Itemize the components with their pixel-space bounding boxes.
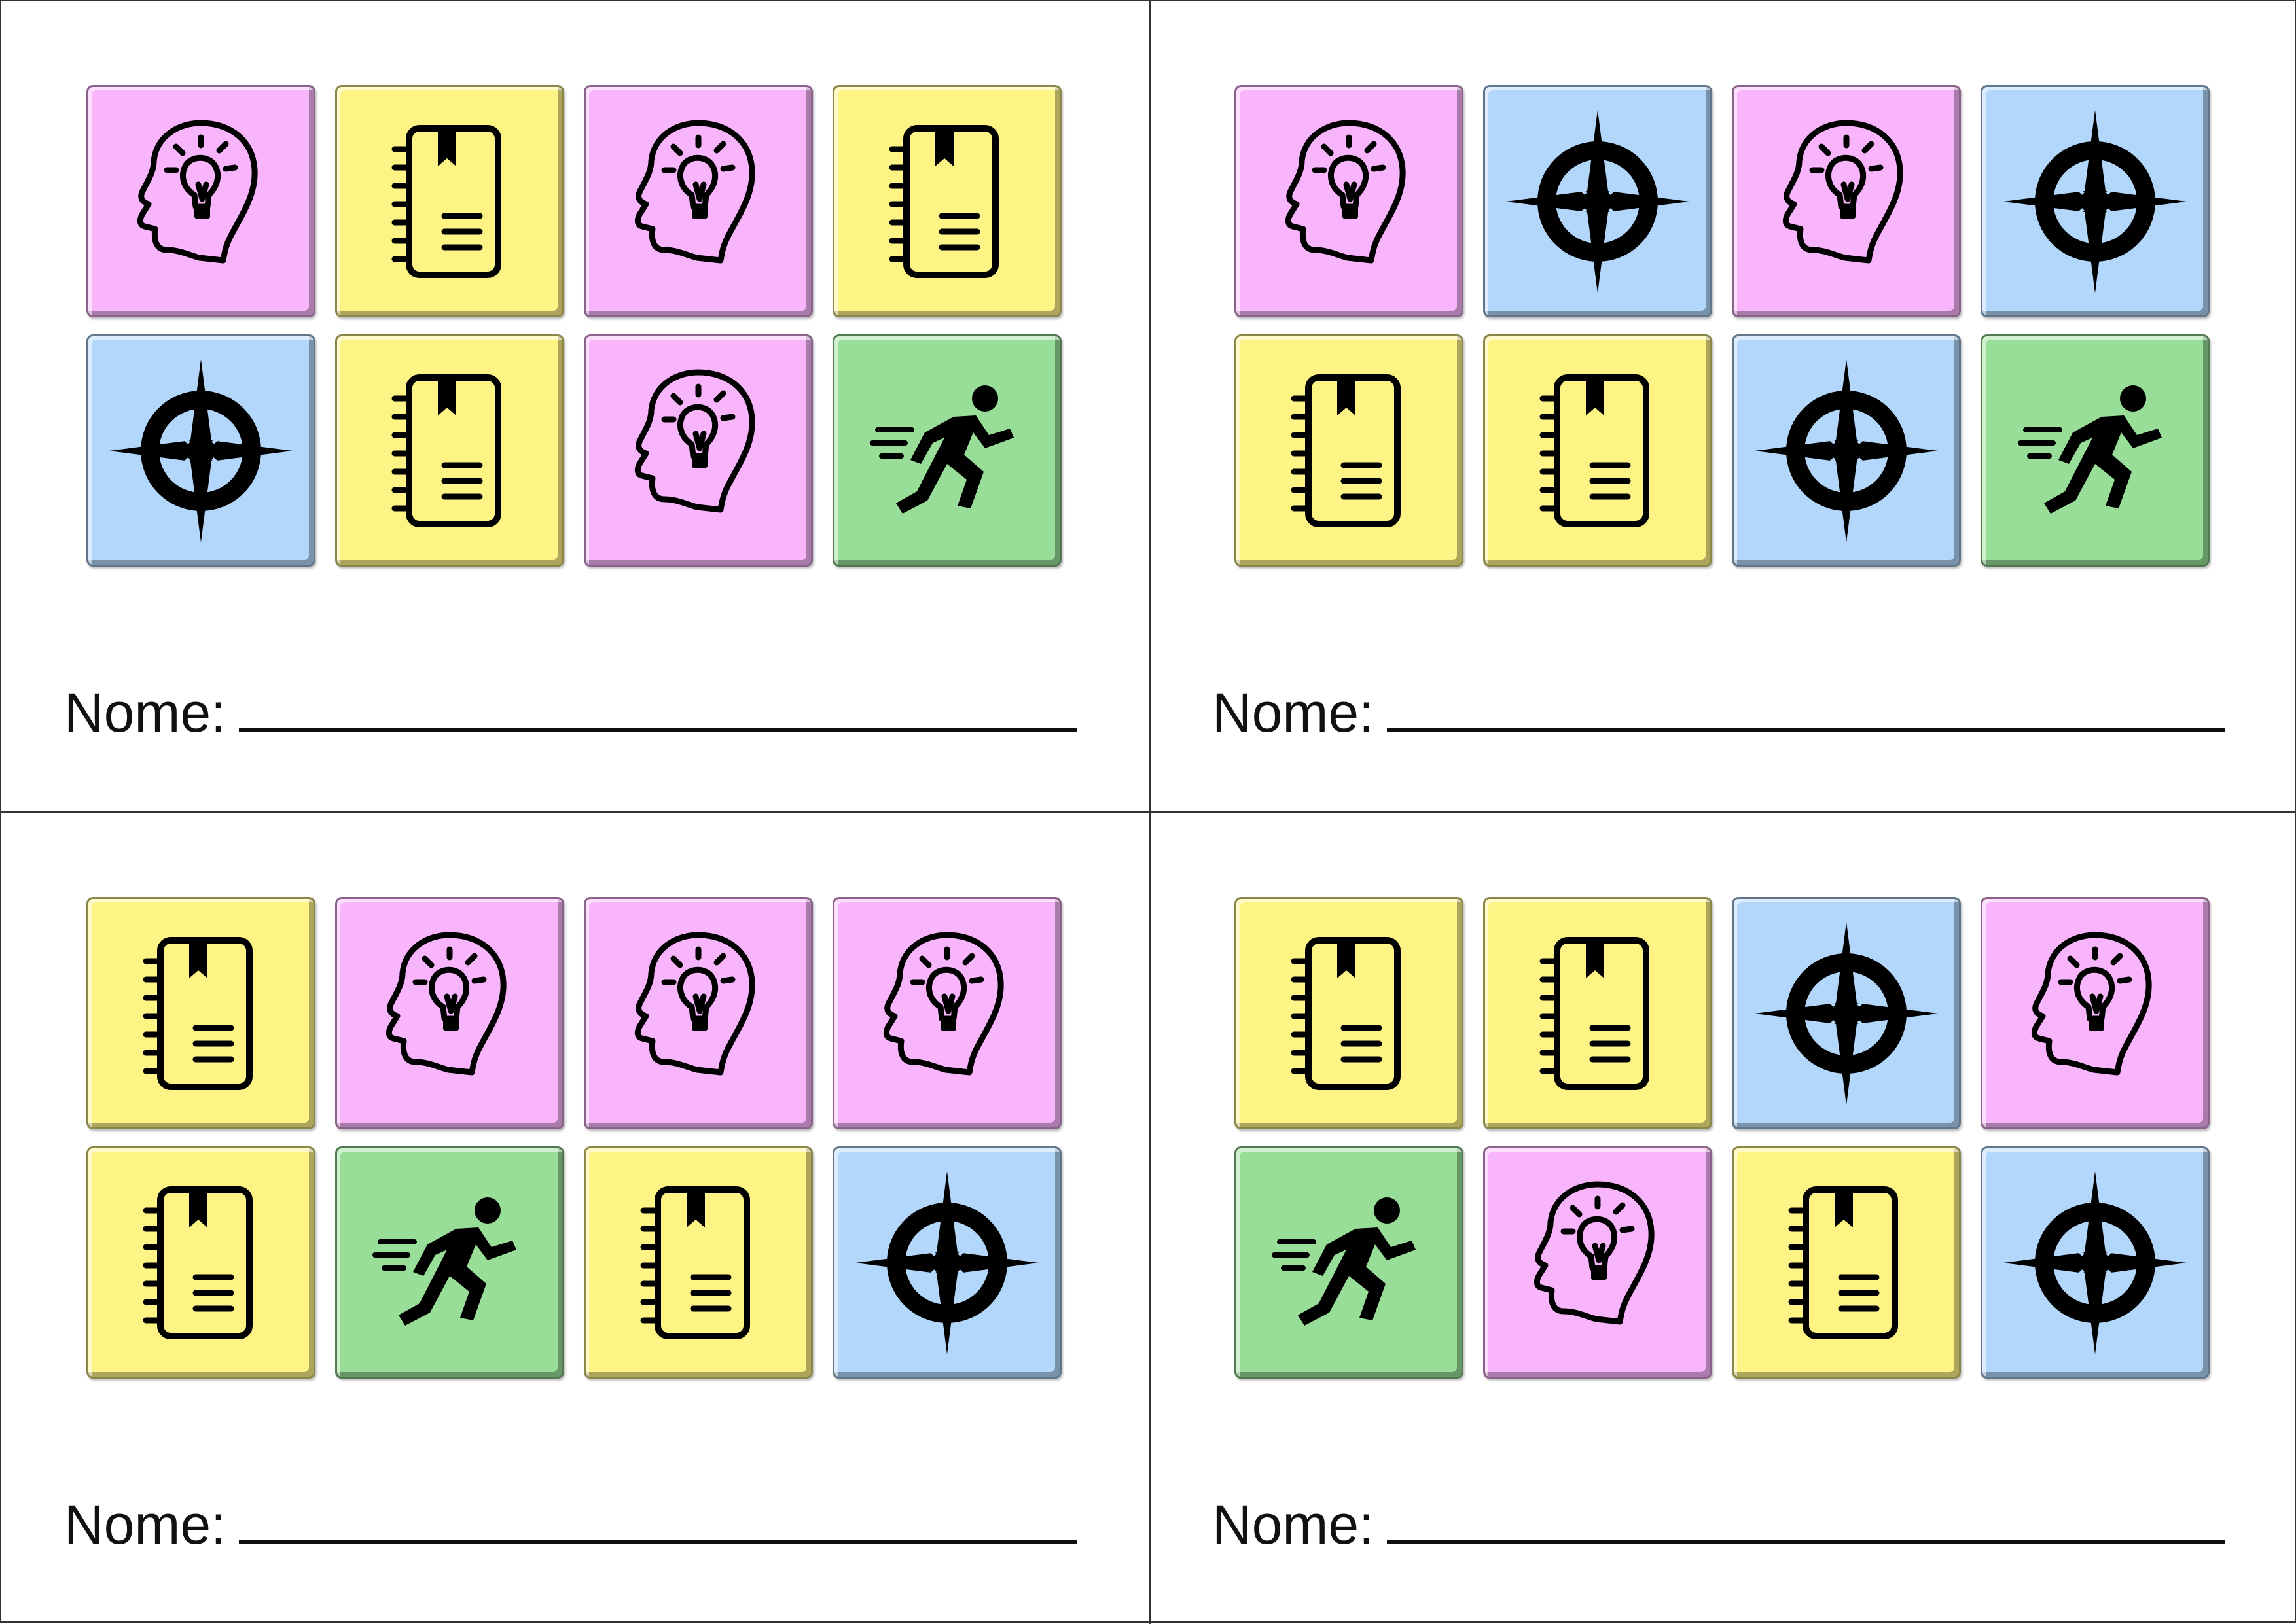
picture-tile — [86, 334, 315, 567]
picture-tile — [1234, 897, 1463, 1129]
card-4: Nome: — [1149, 813, 2296, 1623]
notebook-icon — [103, 1165, 299, 1361]
picture-tile — [584, 85, 813, 317]
picture-tile — [1483, 897, 1712, 1129]
head-bulb-icon — [600, 915, 797, 1112]
picture-tile — [86, 1146, 315, 1379]
picture-tile — [335, 1146, 564, 1379]
picture-tile — [86, 897, 315, 1129]
picture-tile — [335, 334, 564, 567]
notebook-icon — [103, 915, 299, 1112]
runner-icon — [1997, 353, 2193, 549]
picture-tile — [1981, 1146, 2210, 1379]
notebook-icon — [1251, 353, 1447, 549]
head-bulb-icon — [1499, 1165, 1696, 1361]
name-label: Nome: — [64, 1494, 226, 1555]
runner-icon — [351, 1165, 548, 1361]
picture-tile — [833, 897, 1062, 1129]
notebook-icon — [849, 103, 1045, 300]
tile-grid — [86, 85, 1062, 567]
tile-grid — [1234, 897, 2210, 1379]
head-bulb-icon — [103, 103, 299, 300]
picture-tile — [1732, 334, 1961, 567]
head-bulb-icon — [1251, 103, 1447, 300]
head-bulb-icon — [849, 915, 1045, 1112]
picture-tile — [86, 85, 315, 317]
name-label: Nome: — [1212, 1494, 1374, 1555]
compass-icon — [1748, 353, 1945, 549]
tile-grid — [86, 897, 1062, 1379]
tile-grid — [1234, 85, 2210, 567]
picture-tile — [335, 85, 564, 317]
notebook-icon — [1748, 1165, 1945, 1361]
picture-tile — [1732, 85, 1961, 317]
runner-icon — [849, 353, 1045, 549]
picture-tile — [584, 334, 813, 567]
name-blank-line — [239, 1497, 1077, 1544]
name-blank-line — [1387, 1497, 2225, 1544]
picture-tile — [1483, 334, 1712, 567]
picture-tile — [584, 1146, 813, 1379]
compass-icon — [1499, 103, 1696, 300]
head-bulb-icon — [600, 353, 797, 549]
name-label: Nome: — [64, 682, 226, 743]
compass-icon — [849, 1165, 1045, 1361]
name-blank-line — [239, 685, 1077, 732]
picture-tile — [1483, 1146, 1712, 1379]
notebook-icon — [600, 1165, 797, 1361]
picture-tile — [1981, 897, 2210, 1129]
picture-tile — [1234, 85, 1463, 317]
head-bulb-icon — [351, 915, 548, 1112]
picture-tile — [1981, 85, 2210, 317]
picture-tile — [1234, 1146, 1463, 1379]
compass-icon — [103, 353, 299, 549]
notebook-icon — [351, 103, 548, 300]
name-field: Nome: — [64, 685, 1077, 740]
compass-icon — [1997, 1165, 2193, 1361]
name-field: Nome: — [1212, 1497, 2225, 1552]
picture-tile — [584, 897, 813, 1129]
runner-icon — [1251, 1165, 1447, 1361]
picture-tile — [833, 85, 1062, 317]
name-field: Nome: — [64, 1497, 1077, 1552]
name-field: Nome: — [1212, 685, 2225, 740]
picture-tile — [833, 1146, 1062, 1379]
picture-tile — [1234, 334, 1463, 567]
picture-tile — [1732, 897, 1961, 1129]
name-blank-line — [1387, 685, 2225, 732]
notebook-icon — [1499, 915, 1696, 1112]
picture-tile — [1981, 334, 2210, 567]
notebook-icon — [351, 353, 548, 549]
head-bulb-icon — [600, 103, 797, 300]
horizontal-cut-line — [1, 811, 2296, 813]
card-3: Nome: — [1, 813, 1148, 1623]
picture-tile — [833, 334, 1062, 567]
notebook-icon — [1499, 353, 1696, 549]
head-bulb-icon — [1997, 915, 2193, 1112]
picture-tile — [1732, 1146, 1961, 1379]
compass-icon — [1997, 103, 2193, 300]
head-bulb-icon — [1748, 103, 1945, 300]
picture-tile — [1483, 85, 1712, 317]
notebook-icon — [1251, 915, 1447, 1112]
picture-tile — [335, 897, 564, 1129]
compass-icon — [1748, 915, 1945, 1112]
name-label: Nome: — [1212, 682, 1374, 743]
card-2: Nome: — [1149, 1, 2296, 811]
card-1: Nome: — [1, 1, 1148, 811]
